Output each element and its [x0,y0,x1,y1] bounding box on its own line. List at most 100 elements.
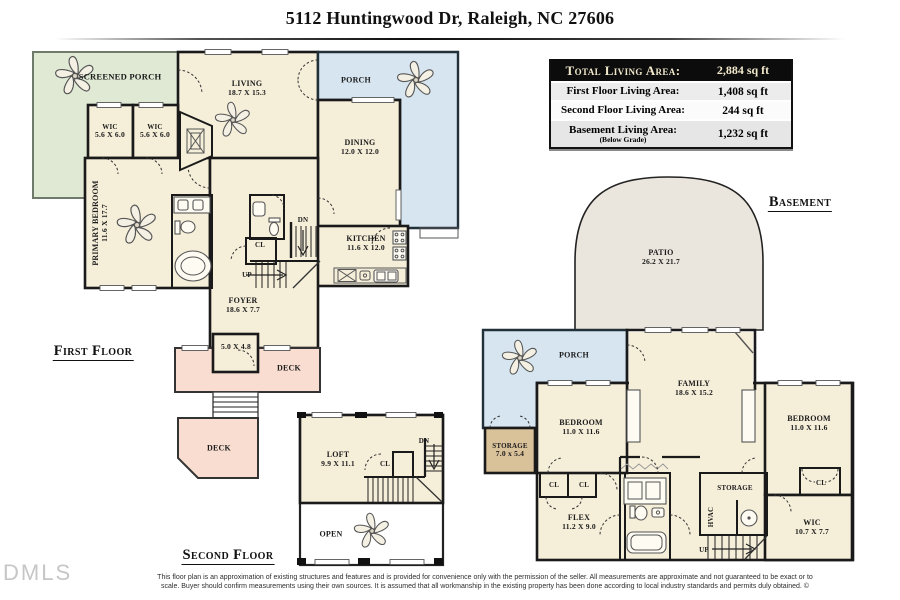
room-dims: 11.2 X 9.0 [562,522,596,531]
room-label-storage-mid: STORAGE [717,484,753,492]
closet-right-area [799,467,841,496]
flex-area [536,472,626,561]
stairs-up-label: UP [242,271,252,279]
room-name: CL [379,460,391,468]
room-name: WIC [102,123,118,131]
sink-icon [252,201,266,217]
room-name: LOFT [326,450,350,459]
disclaimer-line2: scale. Buyer should confirm measurements… [161,583,809,590]
fireplace-icon [179,110,213,172]
stairs-down [289,222,317,258]
tub-icon [626,531,667,554]
room-name: CL [254,241,266,249]
room-dims: 5.0 X 4.8 [220,342,252,351]
room-name: UP [242,271,252,279]
room-name: PATIO [648,248,674,257]
room-dims: 11.0 X 11.6 [790,423,828,432]
table-row-basement: Basement Living Area: (Below Grade) 1,23… [551,119,791,147]
hall-foyer-area [208,156,320,350]
entry-area [211,332,260,374]
family-upper-fill [629,332,753,386]
room-dims: 5.6 X 6.0 [139,130,171,139]
kitchen-fixtures [333,230,407,284]
room-name: OPEN [319,529,343,539]
basement-plan [481,176,855,562]
room-name: UP [699,546,709,554]
stairs-down [364,438,443,503]
room-label-basement-porch: PORCH [559,351,589,360]
wic-area [763,493,854,562]
storage-left-area [483,426,537,475]
closet-area [245,237,277,265]
room-dims: 18.6 X 7.7 [225,305,261,314]
door-swings [101,59,391,367]
basement-stairs-up-label: UP [699,546,709,554]
room-name: CL [578,481,590,489]
deck-stairs [212,391,259,419]
second-floor-area-label: Second Floor Living Area: [561,104,685,116]
room-name: STORAGE [492,442,528,450]
basement-area-sublabel: (Below Grade) [599,135,647,144]
room-name: CL [548,481,560,489]
room-dims: 26.2 X 21.7 [641,257,681,266]
loft-area [298,413,445,505]
title-divider [55,38,845,40]
room-dims: 7.0 x 5.4 [495,449,525,458]
room-dims: 5.6 X 6.0 [94,130,126,139]
basement-heading: Basement [767,194,833,212]
kitchen-sink-icon [373,269,399,283]
stairs-up [246,260,321,289]
room-name: WIC [147,123,163,131]
basement-windows [547,327,841,386]
hvac-storage-room [699,472,768,536]
dmls-logo: DMLS [3,560,73,585]
room-label-deck-upper: DECK [277,364,301,373]
room-name: DECK [207,443,231,453]
stove-icon [392,230,407,245]
basement-area-label: Basement Living Area: (Below Grade) [551,125,695,144]
room-name: HVAC [707,506,715,528]
first-floor-plan [32,49,460,479]
room-dims: 18.6 X 15.2 [674,388,714,397]
room-label-porch: PORCH [341,76,371,85]
room-name: BEDROOM [787,414,831,423]
first-floor-area-value: 1,408 sq ft [717,85,769,98]
second-floor-plan [297,412,445,567]
patio-area [574,176,764,331]
bedroom-right-area [763,381,854,497]
total-area-value: 2,884 sq ft [716,62,770,77]
room-dims: 11.6 X 17.7 [100,204,109,242]
room-dims: 9.9 X 11.1 [321,459,355,468]
room-dims: 10.7 X 7.7 [794,527,830,536]
room-name: DINING [344,138,376,147]
room-label-loft-closet: CL [380,460,390,468]
room-name: CL [815,479,827,487]
second-floor-area-value: 244 sq ft [722,104,764,117]
room-label-screened-porch: SCREENED PORCH [79,72,162,82]
basement-stairs-up [707,535,768,560]
room-name: PORCH [341,75,371,85]
table-row-first-floor: First Floor Living Area: 1,408 sq ft [551,81,791,100]
stairs-dn-label: DN [298,216,309,224]
room-label-deck-lower: DECK [207,444,231,453]
room-name: FAMILY [677,379,711,388]
porch-step [419,227,459,239]
total-area-label: Total Living Area: [565,62,681,78]
tub-icon [174,250,212,282]
first-floor-heading: First Floor [52,343,134,361]
room-name: FOYER [228,296,258,305]
room-name: DN [297,216,309,224]
room-name: WIC [803,518,821,527]
second-floor-heading: Second Floor [181,547,275,565]
room-dims: 11.6 X 12.0 [347,243,385,252]
room-name: DN [418,437,430,445]
